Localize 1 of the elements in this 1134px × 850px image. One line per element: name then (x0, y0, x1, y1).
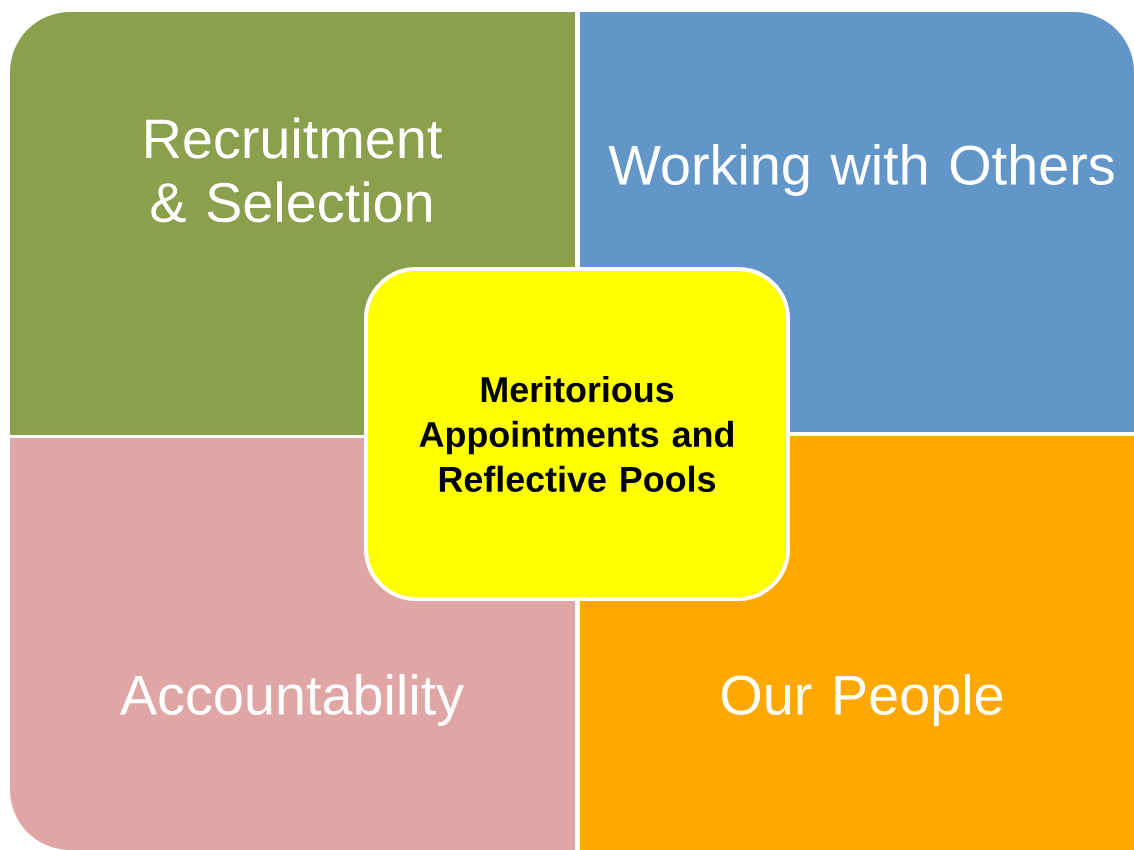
center-box: Meritorious Appointments and Reflective Pools (364, 267, 790, 601)
